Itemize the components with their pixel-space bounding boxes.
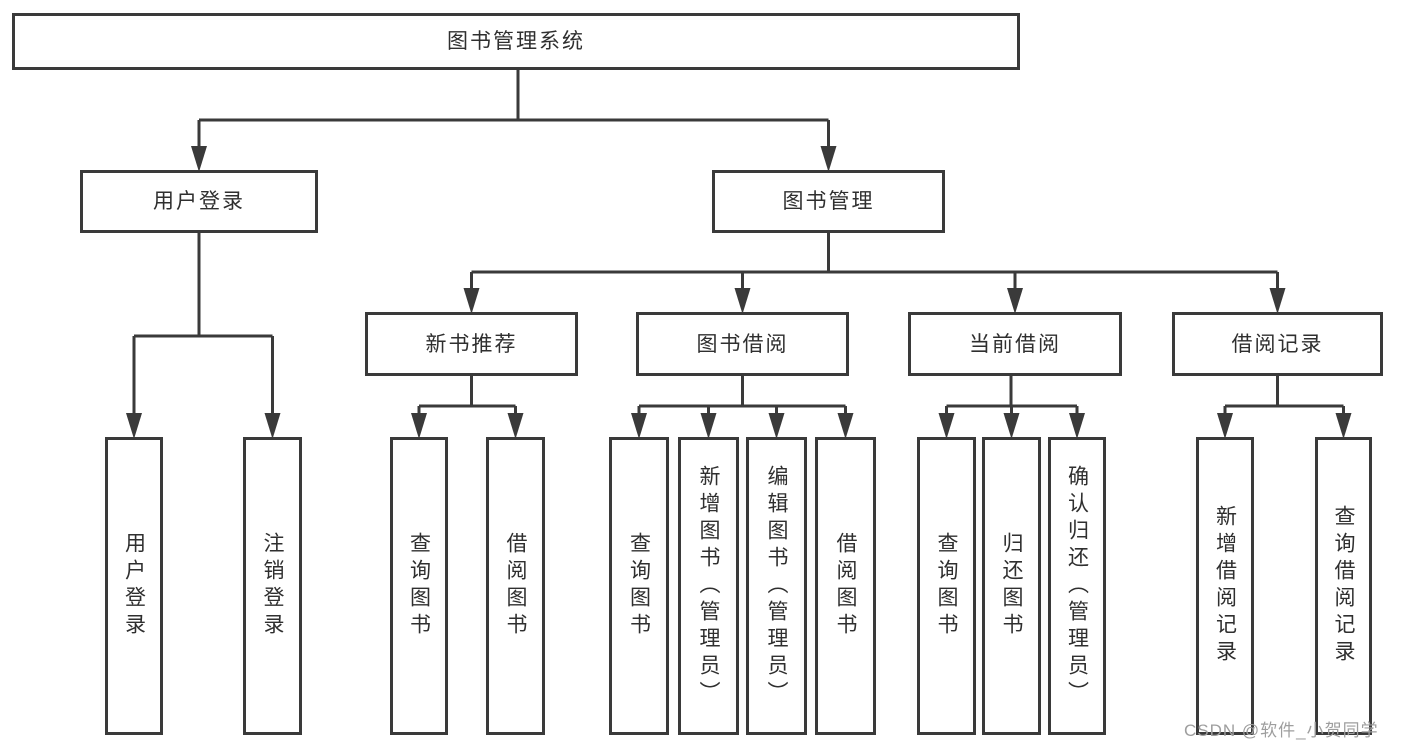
node-label: 新书推荐 — [425, 332, 518, 356]
node-book-management: 图书管理 — [712, 170, 945, 233]
arrowhead — [700, 413, 717, 439]
leaf-edit-books-admin: 编辑图书（管理员） — [746, 437, 807, 735]
edge-current-borrow-to-leaves — [945, 376, 1079, 417]
arrowhead — [768, 413, 785, 439]
edge-user-login-to-leaves — [132, 233, 274, 417]
node-new-book-recommend: 新书推荐 — [365, 312, 578, 376]
node-root-library-system: 图书管理系统 — [12, 13, 1020, 70]
leaf-label: 查询借阅记录 — [1332, 505, 1355, 667]
arrowhead — [734, 288, 751, 314]
arrowhead — [1335, 413, 1352, 439]
leaf-label: 借阅图书 — [504, 532, 527, 640]
edge-borrow-records-to-leaves — [1223, 376, 1345, 417]
node-label: 图书管理系统 — [447, 30, 585, 53]
csdn-watermark: CSDN @软件_小贺同学 — [1184, 721, 1379, 740]
node-label: 当前借阅 — [969, 332, 1061, 356]
leaf-label: 确认归还（管理员） — [1065, 464, 1089, 708]
arrowhead — [463, 288, 480, 314]
arrowhead — [631, 413, 647, 439]
edge-book-borrow-to-leaves — [637, 376, 847, 417]
arrowhead — [126, 413, 142, 439]
leaf-label: 新增借阅记录 — [1213, 505, 1237, 667]
node-current-borrow: 当前借阅 — [908, 312, 1122, 376]
leaf-label: 归还图书 — [1000, 532, 1023, 640]
leaf-label: 查询图书 — [407, 532, 431, 640]
leaf-query-books-borrow: 查询图书 — [609, 437, 669, 735]
arrowhead — [1217, 413, 1233, 439]
edge-book-mgmt-to-level3 — [470, 233, 1279, 292]
leaf-query-books-current: 查询图书 — [917, 437, 976, 735]
arrowhead — [938, 413, 955, 439]
node-label: 借阅记录 — [1231, 332, 1324, 356]
leaf-label: 查询图书 — [935, 532, 958, 640]
leaf-add-books-admin: 新增图书（管理员） — [678, 437, 739, 735]
node-label: 用户登录 — [153, 190, 245, 213]
edge-new-books-to-leaves — [417, 376, 517, 417]
arrowhead — [1069, 413, 1085, 439]
leaf-label: 编辑图书（管理员） — [765, 464, 788, 708]
leaf-label: 注销登录 — [261, 532, 284, 640]
leaf-logout: 注销登录 — [243, 437, 302, 735]
leaf-label: 借阅图书 — [834, 532, 857, 640]
arrowhead — [191, 146, 207, 172]
leaf-label: 查询图书 — [627, 532, 651, 640]
leaf-borrow-books-recommend: 借阅图书 — [486, 437, 545, 735]
arrowhead — [1269, 288, 1286, 314]
leaf-query-borrow-record: 查询借阅记录 — [1315, 437, 1372, 735]
arrowhead — [837, 413, 854, 439]
arrowhead — [507, 413, 524, 439]
arrowhead — [820, 146, 837, 172]
node-label: 图书管理 — [782, 190, 875, 213]
leaf-return-books: 归还图书 — [982, 437, 1041, 735]
node-label: 图书借阅 — [696, 332, 789, 356]
node-book-borrow: 图书借阅 — [636, 312, 849, 376]
arrowhead — [264, 413, 281, 439]
leaf-query-books-recommend: 查询图书 — [390, 437, 448, 735]
edge-root-to-level2 — [197, 70, 830, 150]
leaf-borrow-books: 借阅图书 — [815, 437, 876, 735]
leaf-confirm-return-admin: 确认归还（管理员） — [1048, 437, 1106, 735]
leaf-label: 用户登录 — [122, 532, 146, 640]
arrowheads — [126, 146, 1352, 439]
arrowhead — [1003, 413, 1020, 439]
arrowhead — [1007, 288, 1023, 314]
node-user-login: 用户登录 — [80, 170, 318, 233]
arrowhead — [411, 413, 427, 439]
leaf-user-login: 用户登录 — [105, 437, 163, 735]
leaf-add-borrow-record: 新增借阅记录 — [1196, 437, 1254, 735]
leaf-label: 新增图书（管理员） — [697, 464, 720, 708]
node-borrow-records: 借阅记录 — [1172, 312, 1383, 376]
